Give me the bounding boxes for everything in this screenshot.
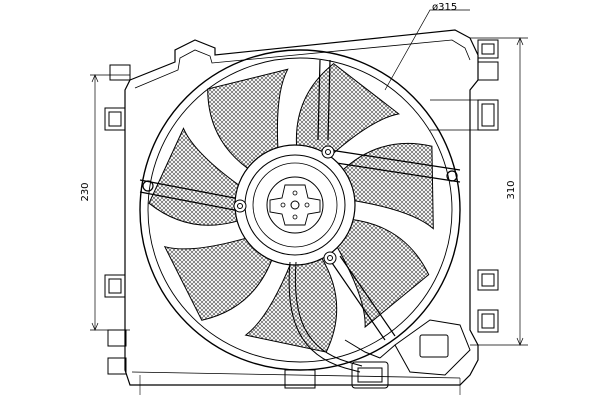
wiring-harness [288, 261, 471, 389]
right-mount-clips [430, 39, 499, 333]
frame-height-label: 230 [80, 182, 91, 201]
fan-blade [335, 218, 430, 329]
overall-height-label: 310 [506, 180, 517, 199]
fan-blade [244, 256, 338, 353]
fan-diameter-label: ø315 [432, 2, 457, 13]
support-struts [139, 59, 461, 341]
fan-blades [148, 62, 434, 353]
fan-blade [207, 68, 289, 174]
fan-blade [339, 142, 434, 230]
fan-blade [148, 127, 246, 226]
dimension-lines [90, 9, 528, 346]
left-mount-clips [104, 64, 131, 375]
shroud-frame [124, 29, 479, 386]
fan-blade [295, 62, 400, 161]
fan-blade [163, 236, 274, 321]
bottom-tab [139, 369, 461, 395]
motor-hub [234, 144, 356, 266]
hub-bolts [233, 145, 337, 265]
